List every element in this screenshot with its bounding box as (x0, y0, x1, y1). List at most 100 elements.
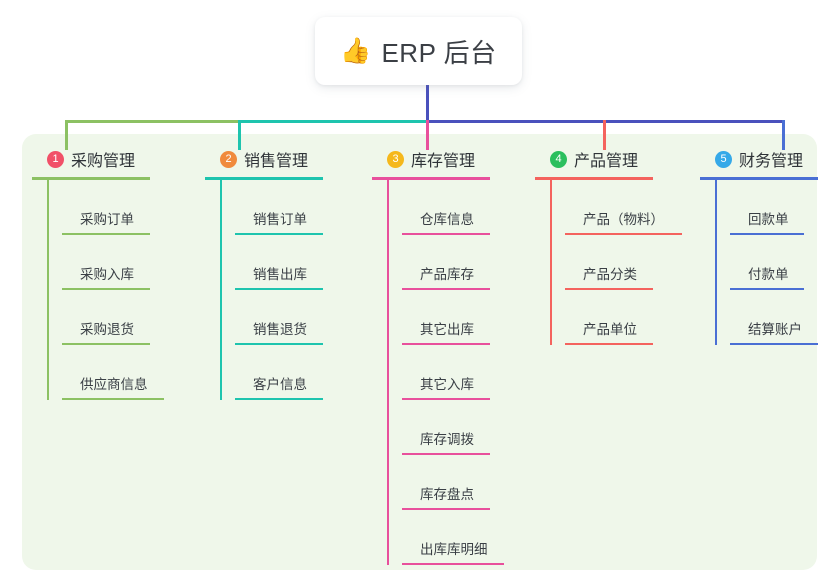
list-item-label: 回款单 (748, 212, 789, 227)
column-items: 产品（物料） 产品分类 产品单位 (535, 180, 705, 345)
list-item[interactable]: 采购订单 (47, 180, 192, 235)
column-header: 3 库存管理 (372, 146, 532, 172)
list-item-label: 结算账户 (748, 322, 802, 337)
drop-connector-1 (65, 120, 68, 150)
list-item-rule (402, 563, 504, 565)
list-item[interactable]: 其它入库 (387, 345, 532, 400)
column-title: 采购管理 (71, 153, 136, 170)
column-rule (32, 177, 150, 180)
drop-connector-3 (426, 120, 429, 150)
list-item[interactable]: 采购退货 (47, 290, 192, 345)
column-badge: 5 (715, 150, 732, 168)
list-item-rule (62, 398, 164, 400)
list-item-label: 付款单 (748, 267, 789, 282)
list-item-rule (62, 343, 150, 345)
column-spine (715, 180, 717, 345)
list-item[interactable]: 产品（物料） (550, 180, 705, 235)
list-item-label: 产品库存 (420, 267, 474, 282)
column-sales: 2 销售管理 销售订单 销售出库 销售退货 客户信息 (205, 146, 365, 400)
list-item-rule (402, 288, 490, 290)
list-item-rule (62, 288, 150, 290)
list-item-rule (402, 233, 490, 235)
list-item[interactable]: 产品库存 (387, 235, 532, 290)
column-rule (205, 177, 323, 180)
diagram-title-card: 👍 ERP 后台 (315, 17, 522, 85)
list-item[interactable]: 采购入库 (47, 235, 192, 290)
list-item-rule (730, 343, 818, 345)
column-header: 1 采购管理 (32, 146, 192, 172)
column-title: 财务管理 (739, 153, 804, 170)
list-item[interactable]: 产品分类 (550, 235, 705, 290)
column-rule (700, 177, 818, 180)
list-item-label: 库存调拨 (420, 432, 474, 447)
list-item-rule (565, 233, 682, 235)
list-item-rule (235, 343, 323, 345)
list-item-rule (235, 288, 323, 290)
column-rule (372, 177, 490, 180)
column-header: 2 销售管理 (205, 146, 365, 172)
list-item[interactable]: 其它出库 (387, 290, 532, 345)
column-spine (47, 180, 49, 400)
column-spine (220, 180, 222, 400)
drop-connector-2 (238, 120, 241, 150)
list-item[interactable]: 出库库明细 (387, 510, 532, 565)
list-item-label: 采购入库 (80, 267, 134, 282)
list-item[interactable]: 回款单 (715, 180, 839, 235)
column-title: 销售管理 (244, 153, 309, 170)
list-item-rule (62, 233, 150, 235)
drop-connector-5 (782, 120, 785, 150)
list-item-rule (730, 233, 804, 235)
list-item-label: 销售订单 (253, 212, 307, 227)
title-inner: 👍 ERP 后台 (340, 33, 496, 70)
list-item[interactable]: 库存调拨 (387, 400, 532, 455)
list-item-rule (565, 343, 653, 345)
column-purchase: 1 采购管理 采购订单 采购入库 采购退货 供应商信息 (32, 146, 192, 400)
list-item-label: 其它入库 (420, 377, 474, 392)
list-item-label: 产品单位 (583, 322, 637, 337)
list-item[interactable]: 销售订单 (220, 180, 365, 235)
column-badge: 1 (47, 150, 64, 168)
column-items: 仓库信息 产品库存 其它出库 其它入库 库存调拨 库存盘点 出库库明细 (372, 180, 532, 565)
thumbs-up-icon: 👍 (340, 36, 372, 65)
list-item[interactable]: 结算账户 (715, 290, 839, 345)
list-item-rule (235, 233, 323, 235)
list-item-label: 采购订单 (80, 212, 134, 227)
column-inventory: 3 库存管理 仓库信息 产品库存 其它出库 其它入库 库存调拨 库存盘点 (372, 146, 532, 565)
list-item[interactable]: 库存盘点 (387, 455, 532, 510)
column-product: 4 产品管理 产品（物料） 产品分类 产品单位 (535, 146, 705, 345)
list-item-label: 采购退货 (80, 322, 134, 337)
column-badge: 2 (220, 150, 237, 168)
column-badge: 3 (387, 150, 404, 168)
list-item-label: 销售出库 (253, 267, 307, 282)
diagram-panel (22, 134, 817, 570)
column-header: 4 产品管理 (535, 146, 705, 172)
list-item-label: 仓库信息 (420, 212, 474, 227)
list-item[interactable]: 销售出库 (220, 235, 365, 290)
list-item-rule (730, 288, 804, 290)
column-spine (550, 180, 552, 345)
bus-segment-green (65, 120, 405, 123)
list-item-rule (402, 508, 490, 510)
list-item[interactable]: 销售退货 (220, 290, 365, 345)
drop-connector-4 (603, 120, 606, 150)
list-item[interactable]: 付款单 (715, 235, 839, 290)
column-header: 5 财务管理 (700, 146, 839, 172)
list-item-label: 供应商信息 (80, 377, 148, 392)
list-item-label: 其它出库 (420, 322, 474, 337)
list-item-rule (402, 343, 490, 345)
column-rule (535, 177, 653, 180)
list-item-rule (565, 288, 653, 290)
list-item[interactable]: 客户信息 (220, 345, 365, 400)
list-item-rule (402, 453, 490, 455)
list-item[interactable]: 产品单位 (550, 290, 705, 345)
list-item-rule (402, 398, 490, 400)
list-item-label: 出库库明细 (420, 542, 488, 557)
column-finance: 5 财务管理 回款单 付款单 结算账户 (700, 146, 839, 345)
list-item[interactable]: 仓库信息 (387, 180, 532, 235)
list-item-label: 客户信息 (253, 377, 307, 392)
column-spine (387, 180, 389, 565)
bus-segment-teal (238, 120, 428, 123)
list-item-rule (235, 398, 323, 400)
list-item[interactable]: 供应商信息 (47, 345, 192, 400)
